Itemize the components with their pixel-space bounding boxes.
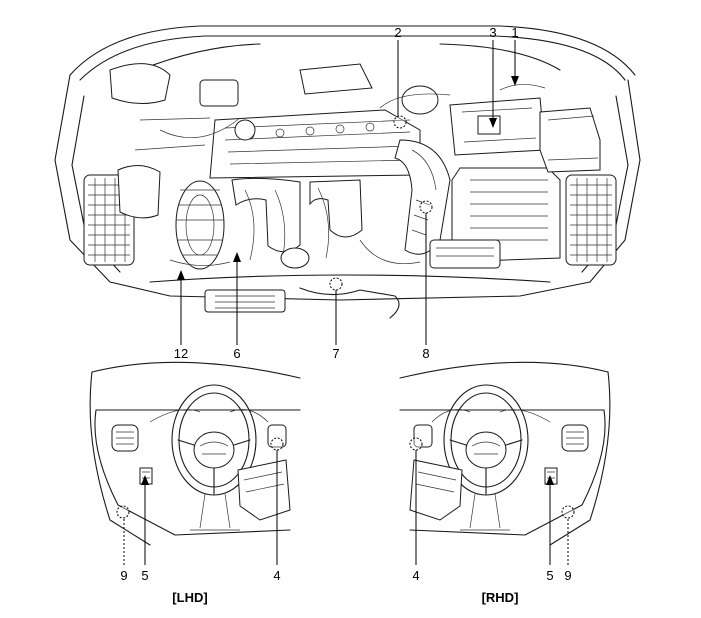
rhd-callout-leaders — [415, 450, 569, 565]
callout-8: 8 — [422, 346, 429, 361]
rhd-connector-marker-9 — [561, 505, 575, 519]
lhd-dashboard-drawing — [89, 361, 301, 546]
connector-marker-2 — [393, 115, 407, 129]
rhd-callout-numbers: 4 5 9 — [412, 568, 571, 583]
rhd-callout-5: 5 — [546, 568, 553, 583]
rhd-callout-4: 4 — [412, 568, 419, 583]
lhd-callout-9: 9 — [120, 568, 127, 583]
callout-2: 2 — [394, 25, 401, 40]
lhd-caption: [LHD] — [172, 590, 207, 605]
callout-6: 6 — [233, 346, 240, 361]
rhd-connector-marker-4 — [409, 437, 423, 451]
lhd-callout-leaders — [123, 450, 278, 565]
lhd-connector-marker-4 — [270, 437, 284, 451]
lhd-callout-4: 4 — [273, 568, 280, 583]
engine-callout-leaders — [177, 40, 519, 345]
engine-compartment-drawing — [54, 25, 641, 319]
rhd-callout-9: 9 — [564, 568, 571, 583]
callout-1: 1 — [511, 25, 518, 40]
rhd-dashboard-drawing — [399, 361, 611, 546]
callout-3: 3 — [489, 25, 496, 40]
lhd-callout-numbers: 9 5 4 — [120, 568, 280, 583]
lhd-callout-5: 5 — [141, 568, 148, 583]
connector-marker-7 — [329, 277, 343, 291]
lhd-connector-marker-9 — [116, 505, 130, 519]
rhd-caption: [RHD] — [482, 590, 519, 605]
engine-callout-numbers: 1 2 3 6 7 8 12 — [174, 25, 519, 361]
connector-marker-8 — [419, 200, 433, 214]
callout-7: 7 — [332, 346, 339, 361]
callout-12: 12 — [174, 346, 188, 361]
